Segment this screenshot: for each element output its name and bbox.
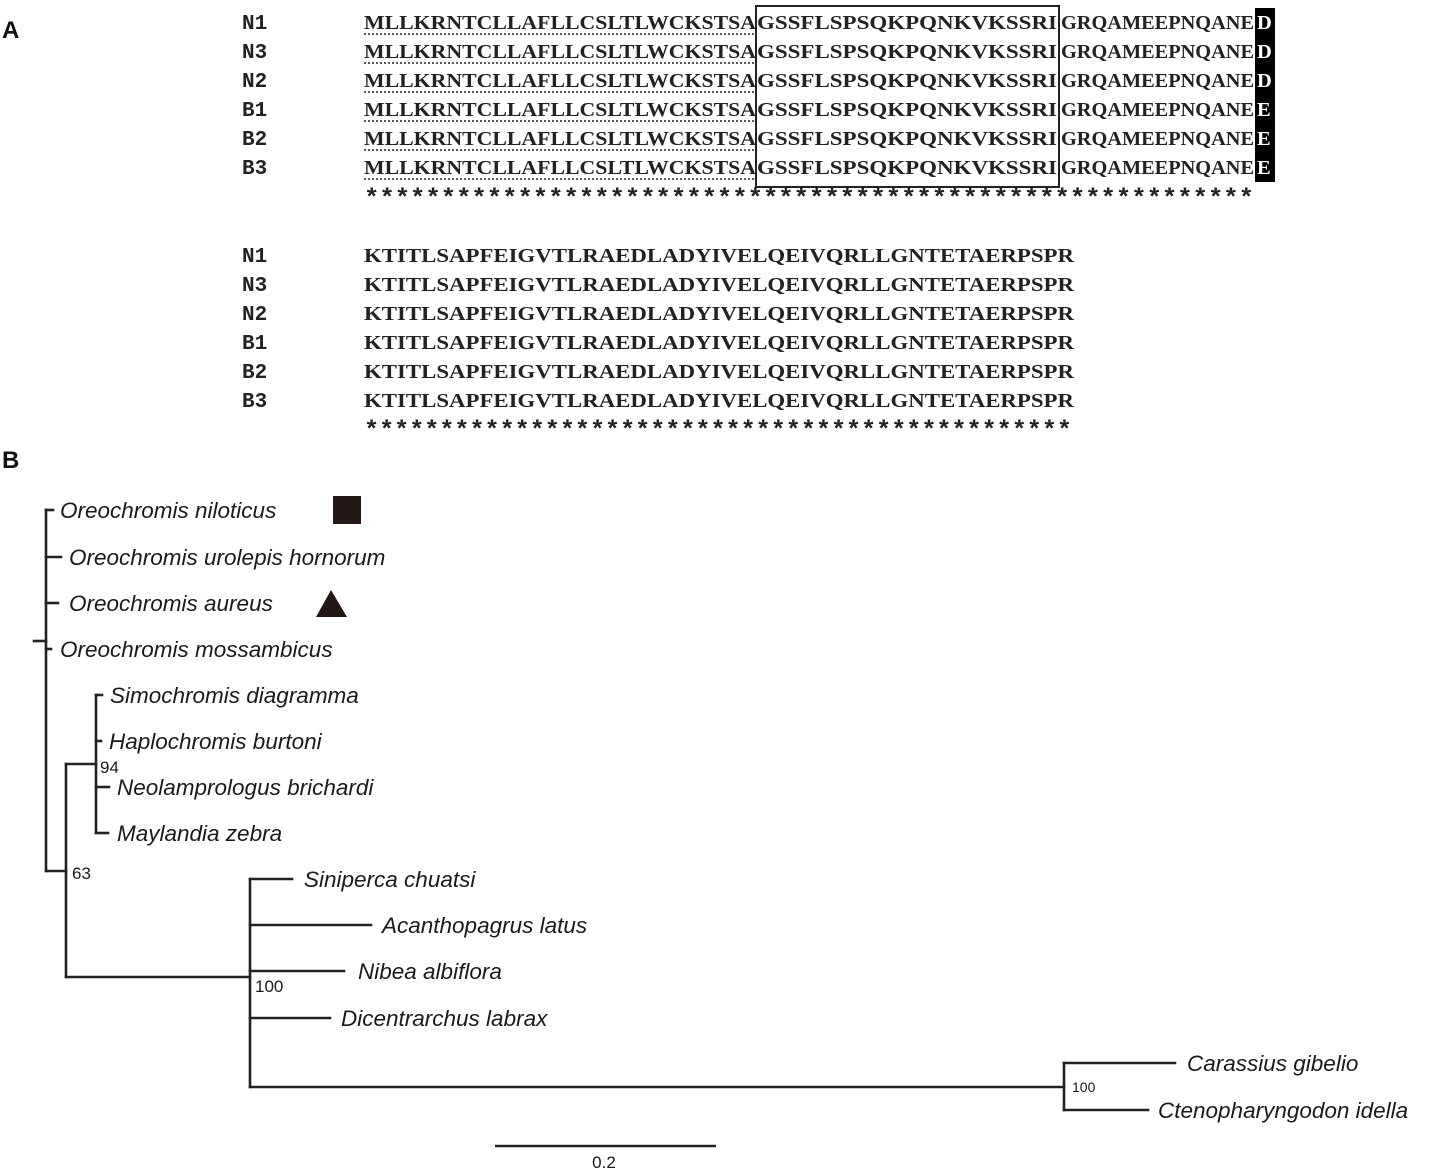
- taxon-label: Oreochromis niloticus: [60, 498, 276, 523]
- sequence-name: N3: [242, 42, 267, 65]
- sequence-name: B1: [242, 333, 267, 356]
- variant-residue: E: [1257, 157, 1271, 179]
- sequence-name: N1: [242, 246, 267, 269]
- sequence: KTITLSAPFEIGVTLRAEDLADYIVELQEIVQRLLGNTET…: [364, 303, 1074, 325]
- sequence-name: B1: [242, 100, 267, 123]
- sequence: KTITLSAPFEIGVTLRAEDLADYIVELQEIVQRLLGNTET…: [364, 361, 1074, 383]
- boxed-region-sequence: GSSFLSPSQKPQNKVKSSRI: [757, 41, 1057, 63]
- taxon-label: Haplochromis burtoni: [109, 729, 323, 754]
- tree-branches: [32, 508, 1177, 1112]
- boxed-region-sequence: GSSFLSPSQKPQNKVKSSRI: [757, 70, 1057, 92]
- taxon-labels: Oreochromis niloticus Oreochromis urolep…: [60, 498, 1408, 1123]
- boxed-region-sequence: GSSFLSPSQKPQNKVKSSRI: [757, 157, 1057, 179]
- sequence: KTITLSAPFEIGVTLRAEDLADYIVELQEIVQRLLGNTET…: [364, 245, 1074, 267]
- square-marker-icon: [333, 496, 361, 524]
- sequence-tail: GRQAMEEPNQANE: [1061, 70, 1254, 92]
- variant-highlight: [1255, 153, 1275, 182]
- variant-highlight: [1255, 95, 1275, 124]
- sequence-name: N3: [242, 275, 267, 298]
- sequence-tail: GRQAMEEPNQANE: [1061, 41, 1254, 63]
- signal-peptide-sequence: MLLKRNTCLLAFLLCSLTLWCKSTSA: [364, 157, 756, 179]
- taxon-label: Neolamprologus brichardi: [117, 775, 374, 800]
- taxon-label: Oreochromis mossambicus: [60, 637, 333, 662]
- sequence: KTITLSAPFEIGVTLRAEDLADYIVELQEIVQRLLGNTET…: [364, 274, 1074, 296]
- sequence-name: B2: [242, 129, 267, 152]
- sequence-tail: GRQAMEEPNQANE: [1061, 99, 1254, 121]
- taxon-label: Acanthopagrus latus: [380, 913, 587, 938]
- sequence-tail: GRQAMEEPNQANE: [1061, 12, 1254, 34]
- sequence-name: N1: [242, 13, 267, 36]
- boxed-region-sequence: GSSFLSPSQKPQNKVKSSRI: [757, 12, 1057, 34]
- taxon-label: Ctenopharyngodon idella: [1158, 1098, 1408, 1123]
- sequence-name: N2: [242, 71, 267, 94]
- boxed-region-sequence: GSSFLSPSQKPQNKVKSSRI: [757, 128, 1057, 150]
- variant-highlight: [1255, 66, 1275, 95]
- sequence-tail: GRQAMEEPNQANE: [1061, 157, 1254, 179]
- conserved-region-box: [755, 5, 1060, 188]
- sequence-name: N2: [242, 304, 267, 327]
- sequence: KTITLSAPFEIGVTLRAEDLADYIVELQEIVQRLLGNTET…: [364, 332, 1074, 354]
- variant-highlight: [1255, 124, 1275, 153]
- taxon-label: Simochromis diagramma: [110, 683, 359, 708]
- taxon-label: Maylandia zebra: [117, 821, 282, 846]
- signal-peptide-sequence: MLLKRNTCLLAFLLCSLTLWCKSTSA: [364, 99, 756, 121]
- taxon-label: Oreochromis aureus: [69, 591, 273, 616]
- signal-peptide-sequence: MLLKRNTCLLAFLLCSLTLWCKSTSA: [364, 12, 756, 34]
- panel-label-b: B: [2, 447, 19, 474]
- panel-label-a: A: [2, 17, 19, 44]
- variant-highlight: [1255, 8, 1275, 37]
- taxon-label: Siniperca chuatsi: [304, 867, 476, 892]
- sequence: KTITLSAPFEIGVTLRAEDLADYIVELQEIVQRLLGNTET…: [364, 390, 1074, 412]
- variant-residue: D: [1257, 41, 1272, 63]
- taxon-label: Carassius gibelio: [1187, 1051, 1358, 1076]
- sequence-name: B3: [242, 391, 267, 414]
- sequence-name: B2: [242, 362, 267, 385]
- consensus-line-1: ****************************************…: [364, 186, 1254, 213]
- bootstrap-value: 63: [72, 864, 91, 883]
- bootstrap-value: 100: [1072, 1079, 1096, 1095]
- triangle-marker-icon: [316, 590, 347, 617]
- signal-peptide-sequence: MLLKRNTCLLAFLLCSLTLWCKSTSA: [364, 41, 756, 63]
- bootstrap-value: 100: [255, 977, 283, 996]
- taxon-label: Oreochromis urolepis hornorum: [69, 545, 385, 570]
- variant-residue: E: [1257, 128, 1271, 150]
- boxed-region-sequence: GSSFLSPSQKPQNKVKSSRI: [757, 99, 1057, 121]
- taxon-label: Dicentrarchus labrax: [341, 1006, 548, 1031]
- sequence-tail: GRQAMEEPNQANE: [1061, 128, 1254, 150]
- variant-highlight: [1255, 37, 1275, 66]
- consensus-line-2: ****************************************…: [364, 418, 1072, 445]
- sequence-name: B3: [242, 158, 267, 181]
- variant-residue: D: [1257, 70, 1272, 92]
- variant-residue: D: [1257, 12, 1272, 34]
- scale-bar-label: 0.2: [592, 1153, 616, 1172]
- variant-residue: E: [1257, 99, 1271, 121]
- signal-peptide-sequence: MLLKRNTCLLAFLLCSLTLWCKSTSA: [364, 70, 756, 92]
- taxon-label: Nibea albiflora: [358, 959, 502, 984]
- signal-peptide-sequence: MLLKRNTCLLAFLLCSLTLWCKSTSA: [364, 128, 756, 150]
- bootstrap-value: 94: [100, 758, 119, 777]
